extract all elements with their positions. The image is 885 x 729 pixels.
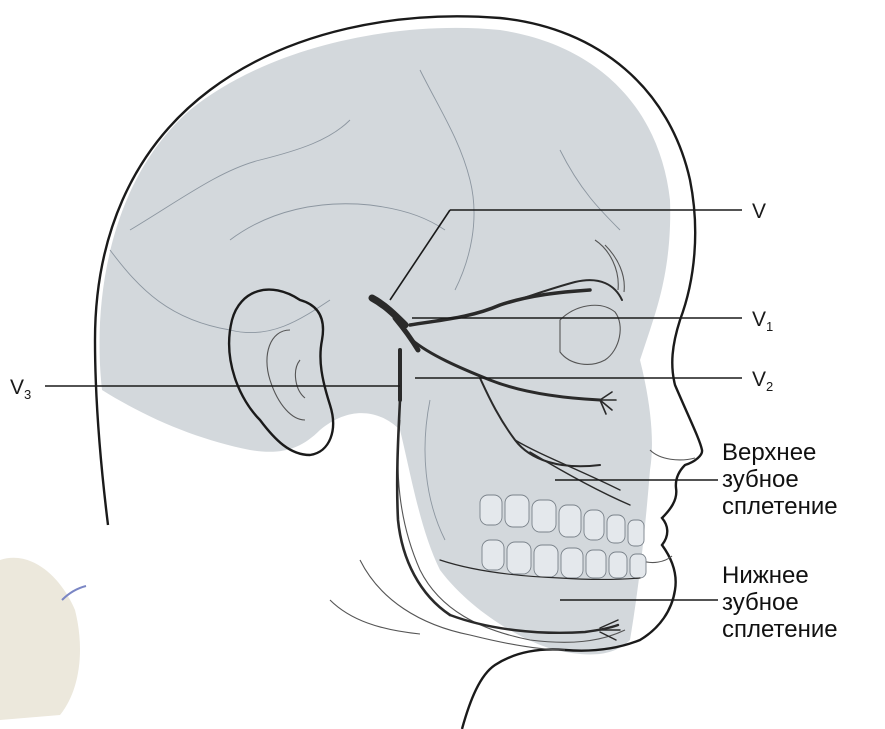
- label-lower-plexus: Нижнее зубное сплетение: [722, 562, 838, 643]
- label-v: V: [752, 200, 766, 223]
- cropped-fragment: [0, 558, 80, 720]
- label-v2: V2: [752, 368, 773, 394]
- label-upper-plexus: Верхнее зубное сплетение: [722, 439, 838, 520]
- label-v1: V1: [752, 308, 773, 334]
- skull-shading: [99, 28, 670, 655]
- nostril: [650, 450, 695, 460]
- label-v3: V3: [10, 376, 31, 402]
- neck-line: [330, 600, 420, 634]
